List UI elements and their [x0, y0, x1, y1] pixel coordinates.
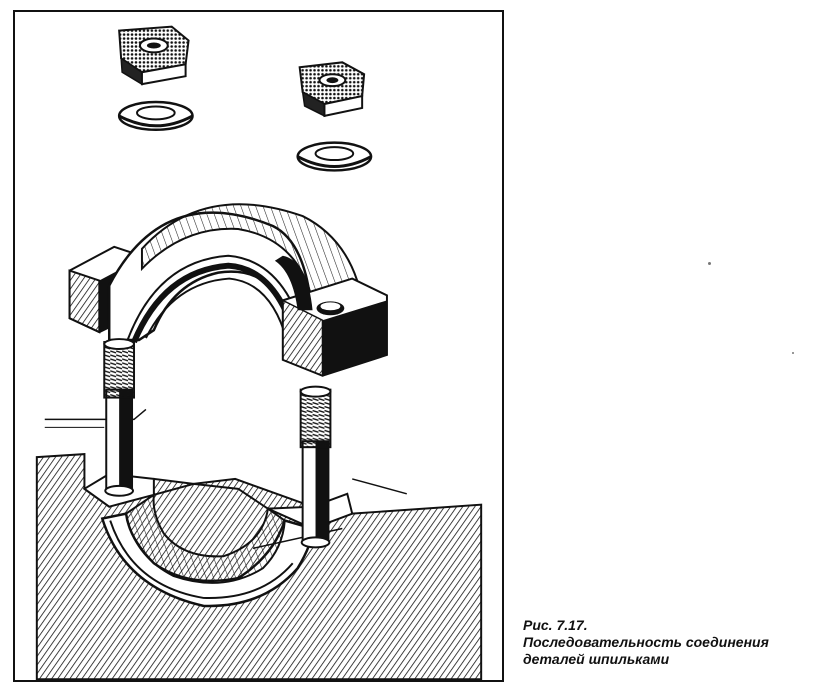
- washer-left: [117, 100, 194, 132]
- caption-line-1: Последовательность соединения: [523, 634, 769, 650]
- base-housing: [35, 408, 483, 680]
- nut-left: [118, 25, 190, 86]
- scan-speck: [792, 352, 794, 354]
- figure-illustration: [13, 10, 504, 682]
- caption-line-2: деталей шпильками: [523, 651, 670, 667]
- washer-right: [296, 141, 373, 172]
- figure-caption: Рис. 7.17. Последовательность соединения…: [523, 617, 823, 668]
- nut-right: [298, 61, 366, 118]
- stud-left: [103, 338, 136, 497]
- stud-right: [299, 385, 332, 549]
- figure-number: Рис. 7.17.: [523, 617, 588, 633]
- scan-speck: [708, 262, 711, 265]
- bearing-cap: [68, 203, 388, 377]
